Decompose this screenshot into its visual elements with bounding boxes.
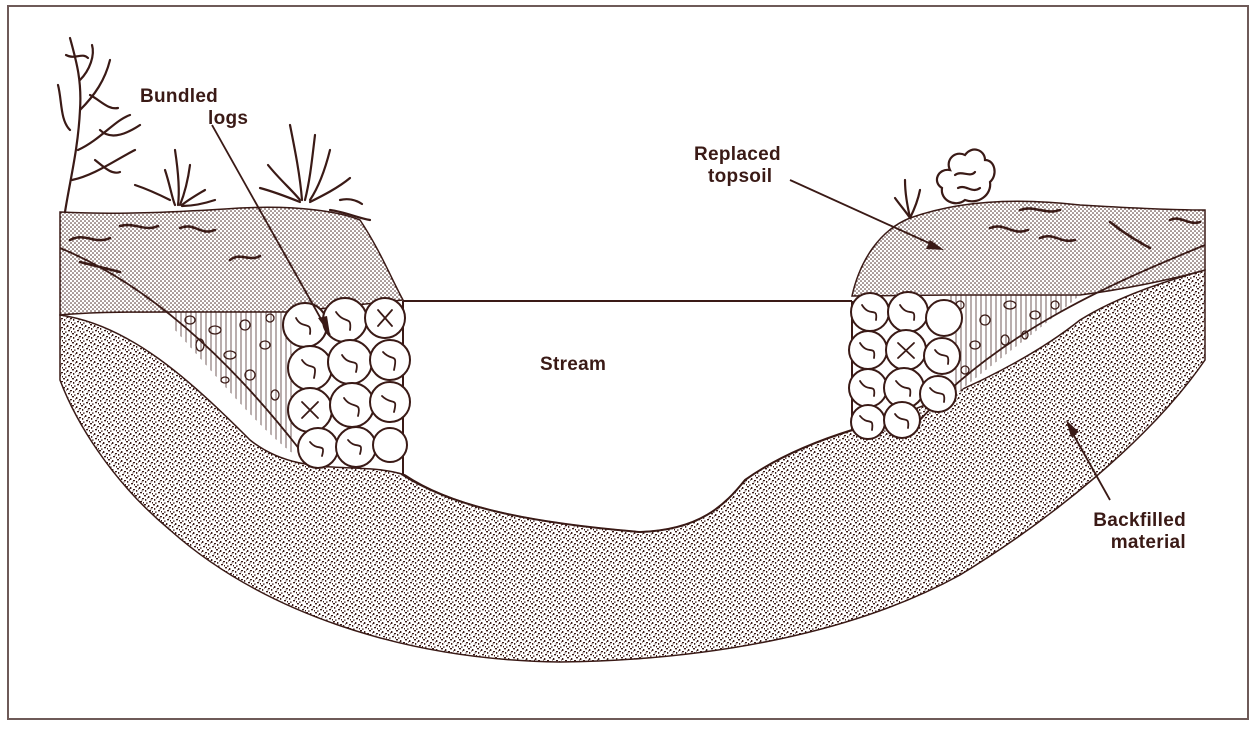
left-shrub-icon <box>58 38 140 212</box>
stream-label: Stream <box>540 354 606 376</box>
backfilled-material-label-line2: material <box>1076 532 1186 554</box>
bundled-logs-label-line2: logs <box>208 108 248 130</box>
grass-tuft-icon <box>135 150 215 206</box>
replaced-topsoil-label: Replaced topsoil <box>694 144 781 188</box>
bundled-logs-label-line1: Bundled <box>140 86 248 108</box>
right-topsoil <box>852 201 1205 296</box>
replaced-topsoil-label-line1: Replaced <box>694 144 781 166</box>
replaced-topsoil-label-line2: topsoil <box>708 166 781 188</box>
bundled-logs-label: Bundled logs <box>140 86 248 130</box>
backfilled-material-label: Backfilled material <box>1076 510 1186 554</box>
backfilled-material-label-line1: Backfilled <box>1076 510 1186 532</box>
bush-icon <box>260 125 370 220</box>
replaced-topsoil-leader <box>790 180 940 248</box>
